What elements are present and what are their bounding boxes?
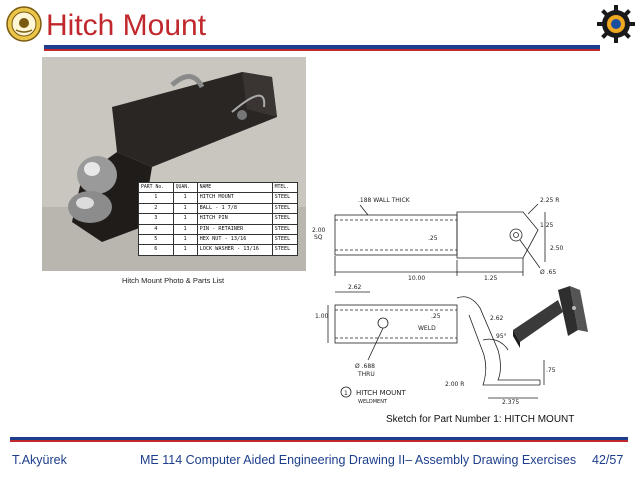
hole-label: THRU — [357, 371, 375, 378]
table-cell: HITCH MOUNT — [196, 192, 273, 204]
angle-label: 95° — [496, 333, 507, 340]
table-cell: STEEL — [271, 202, 299, 215]
footer-course: ME 114 Computer Aided Engineering Drawin… — [140, 453, 577, 467]
table-cell: HITCH PIN — [196, 213, 273, 225]
table-header-cell: PART No. — [138, 181, 174, 194]
table-cell: 1 — [172, 213, 198, 225]
table-cell: HEX NUT - 13/16 — [196, 234, 273, 246]
dim-label: 2.62 — [490, 315, 504, 322]
header-rule — [44, 45, 600, 49]
table-cell: STEEL — [271, 192, 299, 204]
table-cell: 1 — [172, 244, 198, 256]
weld-label: WELD — [418, 325, 436, 332]
table-row: 2 1 BALL - 1 7/8 STEEL — [138, 202, 299, 215]
slide-title: Hitch Mount — [46, 9, 207, 42]
dim-label: 1.25 — [540, 222, 554, 229]
dim-label: 1.00 — [315, 313, 329, 320]
dim-label: Ø .65 — [540, 269, 556, 276]
table-header-cell: QUAN. — [172, 181, 198, 194]
table-row: 4 1 PIN - RETAINER STEEL — [138, 223, 299, 236]
part-sub-label: WELDMENT — [358, 399, 388, 405]
table-cell: STEEL — [271, 213, 299, 225]
table-row: 1 1 HITCH MOUNT STEEL — [138, 192, 299, 204]
footer-rule — [10, 437, 628, 440]
hitch-mount-photo: PART No. QUAN. NAME MTEL. 1 1 HITCH MOUN… — [42, 57, 306, 271]
dim-label: 2.375 — [502, 399, 519, 406]
photo-caption: Hitch Mount Photo & Parts List — [122, 276, 225, 285]
table-cell: STEEL — [271, 223, 299, 236]
radius-label: 2.25 R — [540, 197, 559, 204]
footer-rule-accent — [10, 440, 628, 442]
table-row: 5 1 HEX NUT - 13/16 STEEL — [138, 234, 299, 246]
department-gear-logo — [596, 4, 636, 44]
table-row: 6 1 LOCK WASHER - 13/16 STEEL — [138, 244, 299, 256]
dim-label: 2.50 — [550, 245, 564, 252]
table-header-row: PART No. QUAN. NAME MTEL. — [138, 181, 299, 194]
part-name-label: HITCH MOUNT — [356, 389, 406, 397]
dim-label: SQ — [314, 234, 323, 241]
dim-label: .25 — [431, 313, 441, 320]
table-cell: BALL - 1 7/8 — [196, 202, 273, 215]
table-cell: 6 — [138, 244, 174, 256]
footer-page-number: 42/57 — [592, 453, 624, 467]
university-logo — [6, 6, 42, 42]
table-cell: PIN - RETAINER — [196, 223, 273, 236]
table-cell: LOCK WASHER - 13/16 — [196, 244, 273, 256]
part-number-label: 1 — [344, 390, 348, 397]
dim-label: .25 — [428, 235, 438, 242]
table-header-cell: NAME — [196, 181, 273, 194]
table-cell: 1 — [172, 234, 198, 246]
parts-list-table: PART No. QUAN. NAME MTEL. 1 1 HITCH MOUN… — [138, 181, 299, 256]
table-header-cell: MTEL. — [271, 181, 299, 194]
dim-label: 2.62 — [348, 284, 362, 291]
table-cell: 1 — [172, 192, 198, 204]
hitch-mount-3d-render — [513, 286, 588, 348]
dim-label: 2.00 — [312, 227, 326, 234]
table-cell: STEEL — [271, 234, 299, 246]
wall-thick-label: .188 WALL THICK — [358, 197, 411, 204]
table-cell: 1 — [172, 202, 198, 215]
radius-label: 2.00 R — [445, 381, 464, 388]
header-rule-accent — [44, 49, 600, 51]
footer-author: T.Akyürek — [12, 453, 67, 467]
table-cell: 1 — [138, 192, 174, 204]
dim-label: 1.25 — [484, 275, 498, 282]
table-cell: 5 — [138, 234, 174, 246]
table-cell: 3 — [138, 213, 174, 225]
table-cell: 4 — [138, 223, 174, 236]
table-row: 3 1 HITCH PIN STEEL — [138, 213, 299, 225]
table-cell: 1 — [172, 223, 198, 236]
table-cell: STEEL — [271, 244, 299, 256]
table-cell: 2 — [138, 202, 174, 215]
hole-label: Ø .688 — [355, 363, 375, 370]
hitch-mount-sketch: .188 WALL THICK 2.25 R 1.25 2.00 SQ .25 … — [312, 197, 588, 406]
dim-label: .75 — [546, 367, 556, 374]
dim-label: 10.00 — [408, 275, 425, 282]
sketch-caption: Sketch for Part Number 1: HITCH MOUNT — [386, 414, 575, 425]
